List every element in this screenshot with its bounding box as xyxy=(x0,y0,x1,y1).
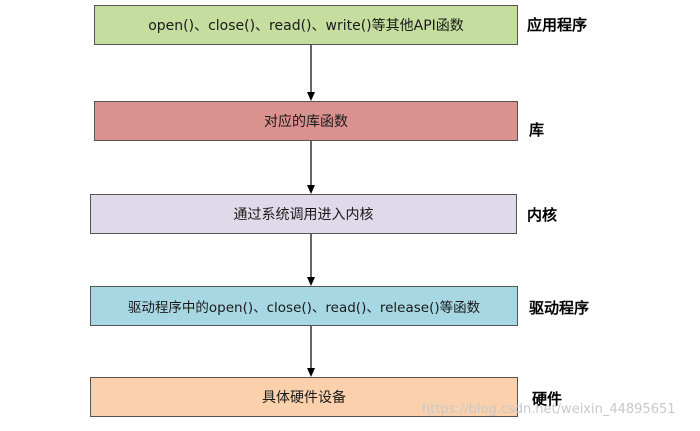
driver-layer-text: 驱动程序中的open()、close()、read()、release()等函数 xyxy=(127,300,481,316)
watermark-text: https://blog.csdn.net/weixin_44895651 xyxy=(422,402,676,417)
library-layer-box: 对应的库函数 xyxy=(94,101,518,141)
hardware-layer-label: 硬件 xyxy=(532,390,563,408)
hardware-layer-box: 具体硬件设备 xyxy=(90,377,518,417)
arrow-library-to-kernel xyxy=(307,141,315,194)
library-layer-text: 对应的库函数 xyxy=(264,114,348,130)
application-layer-text: open()、close()、read()、write()等其他API函数 xyxy=(148,18,464,34)
arrow-app-to-library xyxy=(307,45,315,101)
driver-layer-label: 驱动程序 xyxy=(529,299,590,317)
kernel-layer-label: 内核 xyxy=(527,206,558,224)
hardware-layer-text: 具体硬件设备 xyxy=(262,390,346,406)
library-layer-label: 库 xyxy=(529,121,545,139)
kernel-layer-text: 通过系统调用进入内核 xyxy=(233,207,374,223)
arrow-driver-to-hardware xyxy=(307,326,315,377)
application-layer-box: open()、close()、read()、write()等其他API函数 xyxy=(94,5,518,45)
driver-layer-box: 驱动程序中的open()、close()、read()、release()等函数 xyxy=(90,286,518,326)
kernel-layer-box: 通过系统调用进入内核 xyxy=(90,194,517,234)
application-layer-label: 应用程序 xyxy=(527,16,588,34)
arrow-kernel-to-driver xyxy=(307,234,315,286)
